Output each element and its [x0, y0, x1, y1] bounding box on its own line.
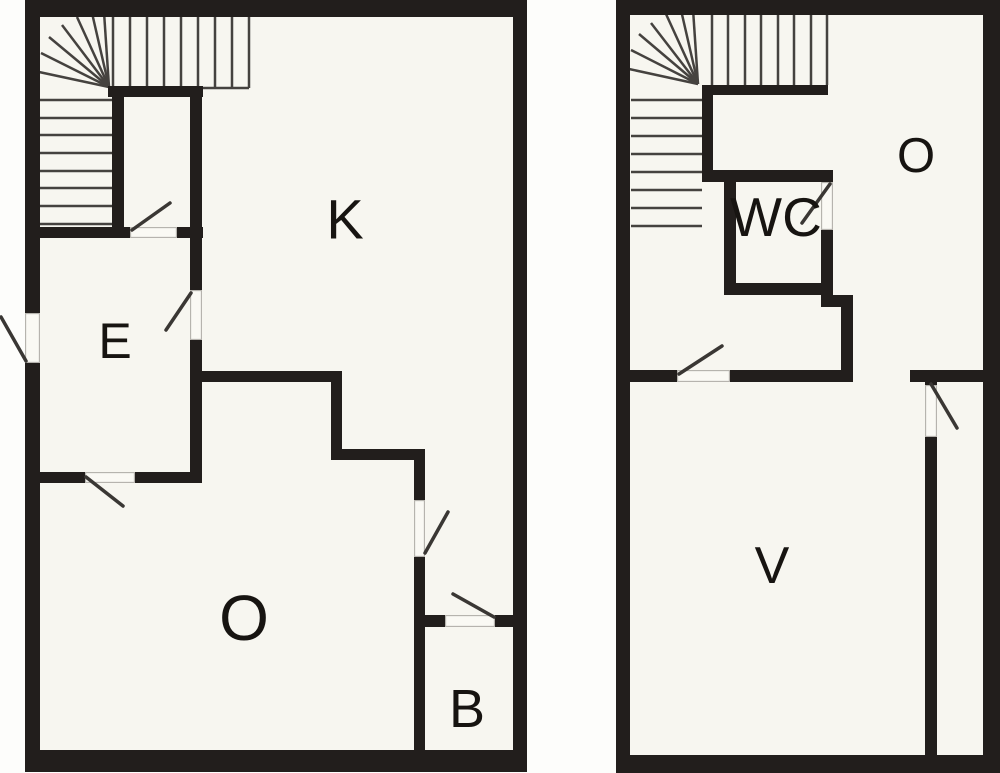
wall — [190, 340, 202, 483]
room-label-O: O — [897, 129, 935, 183]
stair-winder-line — [638, 33, 699, 85]
door-bedroom-closet-swing — [929, 382, 959, 430]
wall — [702, 85, 828, 95]
door-entrance-swing — [0, 315, 28, 363]
wall — [38, 227, 130, 238]
room-label-E: E — [98, 313, 131, 369]
stair-winder-line — [38, 70, 110, 89]
wall — [25, 0, 40, 313]
room-label-WC: WC — [730, 186, 822, 248]
wall — [925, 437, 937, 755]
ground-floor-plan: K E O B — [0, 0, 527, 772]
door-hall-kitchen-swing — [164, 291, 193, 332]
wall — [841, 295, 853, 382]
stair-winder-line — [61, 24, 110, 88]
wall — [925, 372, 937, 385]
ground-floor-plan-interior — [25, 0, 527, 772]
stair-winder-line — [48, 36, 110, 88]
stair-winder-line — [691, 8, 700, 85]
door-bathroom-leaf — [445, 615, 495, 627]
door-livingroom-passage-leaf — [414, 500, 425, 557]
wall — [331, 371, 342, 460]
door-wc-leaf — [821, 182, 833, 230]
wall — [112, 86, 124, 232]
upper-floor-plan: O WC V — [616, 0, 1000, 773]
door-hall-livingroom-swing — [84, 475, 125, 508]
wall — [25, 0, 527, 17]
wall — [177, 227, 203, 238]
wall — [108, 86, 203, 97]
wall — [821, 230, 833, 295]
door-wc-swing — [800, 182, 832, 225]
door-livingroom-passage-swing — [423, 510, 450, 555]
wall — [25, 363, 40, 752]
wall — [331, 449, 425, 460]
door-hall-kitchen-leaf — [190, 290, 202, 340]
door-landing-bedroom-swing — [677, 344, 724, 376]
wall — [196, 371, 342, 382]
wall — [616, 0, 1000, 15]
room-label-B: B — [449, 679, 485, 739]
wall — [730, 370, 853, 382]
wall — [38, 472, 85, 483]
wall — [724, 170, 736, 295]
stair-winder-line — [630, 48, 699, 86]
wall — [702, 170, 833, 182]
room-label-V: V — [755, 537, 790, 595]
stair-winder-line — [40, 51, 110, 89]
door-entrance-leaf — [25, 313, 40, 363]
wall — [616, 0, 630, 773]
wall — [513, 0, 527, 772]
wall — [983, 0, 1000, 773]
stair-winder-line — [664, 13, 700, 85]
wall — [190, 86, 202, 290]
door-understair-closet-leaf — [130, 227, 177, 238]
stair-winder-line — [102, 11, 111, 88]
stair-winder-line — [90, 12, 111, 88]
room-label-O: O — [219, 582, 269, 654]
wall — [702, 85, 713, 182]
door-landing-bedroom-leaf — [677, 370, 730, 382]
wall — [25, 750, 527, 772]
wall — [724, 283, 833, 295]
wall — [414, 615, 445, 627]
stair-winder-line — [650, 22, 699, 85]
wall — [910, 370, 983, 382]
wall — [414, 449, 425, 500]
wall — [616, 755, 998, 773]
stair-winder-line — [75, 16, 111, 88]
door-understair-closet-swing — [130, 201, 172, 232]
wall — [630, 370, 677, 382]
stair-winder-line — [679, 9, 700, 85]
wall — [135, 472, 202, 483]
door-bathroom-swing — [451, 592, 496, 619]
upper-floor-plan-interior — [616, 0, 1000, 773]
wall — [414, 557, 425, 752]
wall — [495, 615, 513, 627]
stair-winder-line — [628, 67, 699, 86]
room-label-K: K — [326, 188, 363, 251]
